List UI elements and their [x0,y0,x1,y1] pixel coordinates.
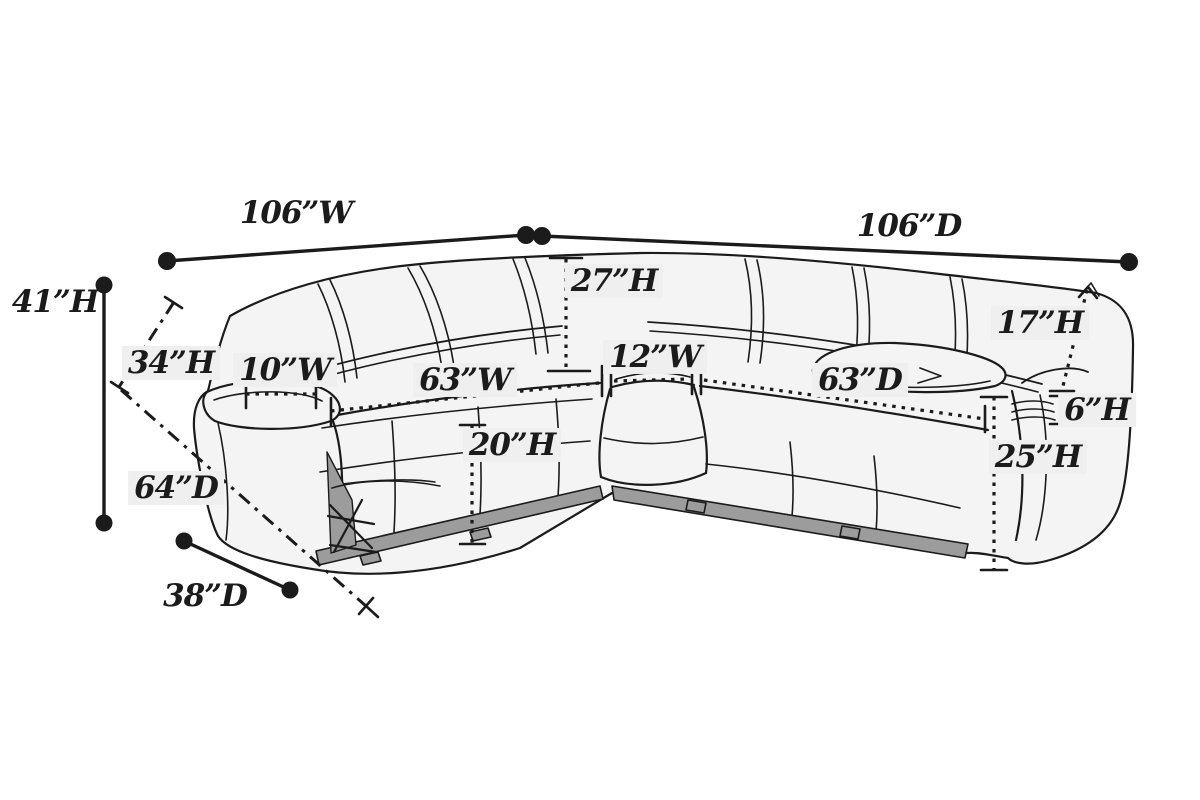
dim-label-10w: 10”W [233,353,337,387]
dim-25h [979,395,1009,572]
base-rail [315,485,969,566]
dim-106w [158,226,535,270]
recliner-mechanism [326,451,441,554]
dim-17h [1048,285,1099,393]
dim-label-25h: 25”H [988,440,1088,474]
dim-label-63d: 63”D [812,363,908,397]
dim-label-34h: 34”H [121,346,221,380]
dim-label-20h: 20”H [462,428,562,462]
dim-41h [95,276,113,532]
dim-64d [120,388,380,619]
dim-label-41h: 41”H [11,283,99,320]
dim-label-27h: 27”H [564,264,664,298]
dim-label-106d: 106”D [856,207,962,244]
dim-label-38d: 38”D [163,577,248,614]
dim-106d [533,227,1138,271]
dim-label-6h: 6”H [1058,393,1136,427]
dim-label-106w: 106”W [239,194,353,231]
dim-38d [175,532,299,599]
dim-label-17h: 17”H [990,306,1090,340]
dim-label-63w: 63”W [413,363,517,397]
dim-27h [546,256,592,373]
dim-label-12w: 12”W [603,340,707,374]
dim-label-64d: 64”D [128,471,224,505]
dim-63d [703,378,987,434]
